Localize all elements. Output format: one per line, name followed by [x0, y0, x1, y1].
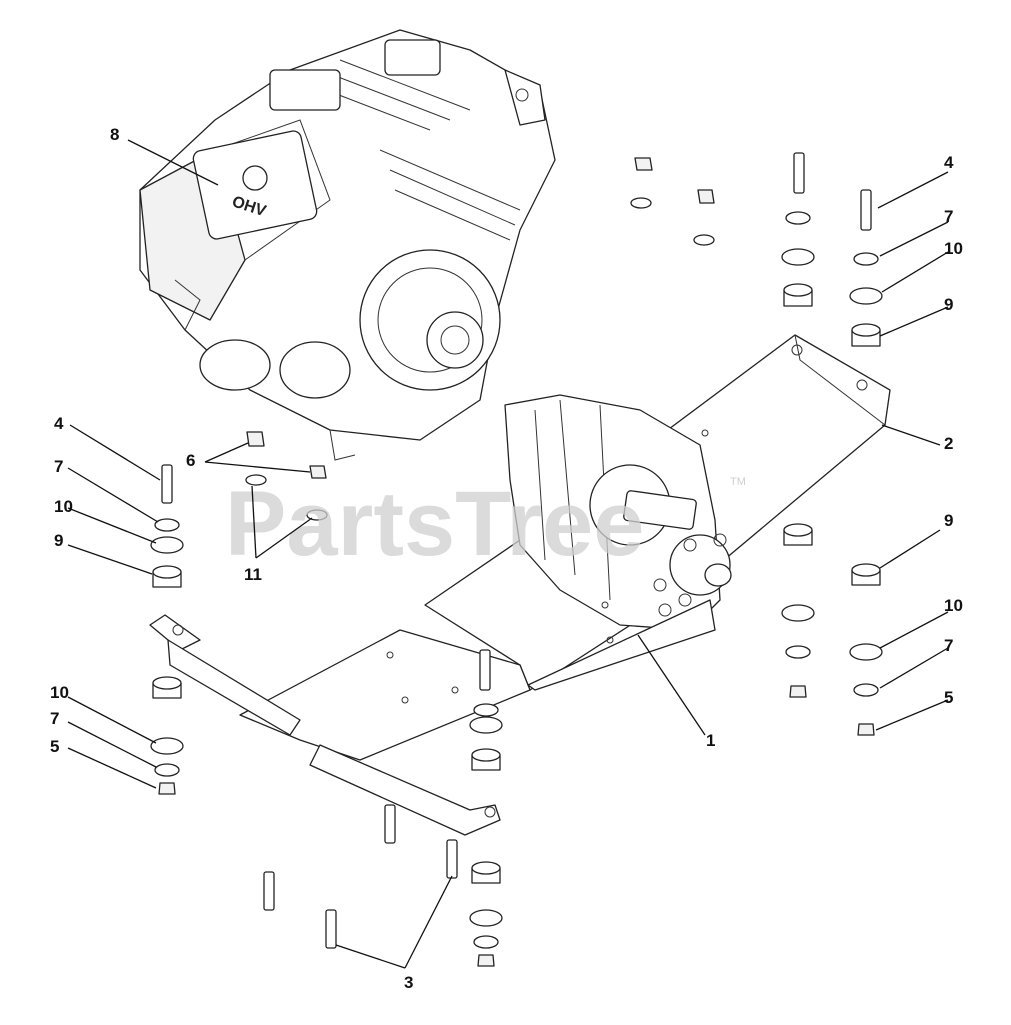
callout-9-right-top: 9 — [944, 295, 953, 314]
callout-10-right-top: 10 — [944, 239, 963, 258]
callout-9-right-mid: 9 — [944, 511, 953, 530]
callouts: 8 4 7 10 9 2 9 10 7 5 1 4 7 10 9 6 11 10… — [50, 125, 963, 992]
hardware — [150, 152, 883, 967]
callout-10-left-top: 10 — [54, 497, 73, 516]
callout-8: 8 — [110, 125, 119, 144]
callout-10-left-bottom: 10 — [50, 683, 69, 702]
callout-4-left: 4 — [54, 414, 64, 433]
callout-4-right: 4 — [944, 153, 954, 172]
watermark-text: PartsTree — [225, 473, 644, 575]
watermark: PartsTree TM — [225, 473, 746, 575]
lower-frame — [149, 614, 531, 836]
engine-assembly: OHV — [139, 29, 556, 461]
callout-7-right-bottom: 7 — [944, 636, 953, 655]
callout-5-left: 5 — [50, 737, 59, 756]
callout-1: 1 — [706, 731, 715, 750]
callout-6: 6 — [186, 451, 195, 470]
callout-7-left-top: 7 — [54, 457, 63, 476]
callout-3: 3 — [404, 973, 413, 992]
leader-lines — [67, 139, 949, 969]
callout-10-right-bottom: 10 — [944, 596, 963, 615]
watermark-tm: TM — [730, 476, 746, 488]
transaxle-assembly — [504, 394, 732, 691]
callout-7-left-bottom: 7 — [50, 709, 59, 728]
callout-5-right: 5 — [944, 688, 953, 707]
callout-11: 11 — [244, 565, 262, 584]
callout-7-right-top: 7 — [944, 207, 953, 226]
callout-9-left: 9 — [54, 531, 63, 550]
callout-2: 2 — [944, 434, 953, 453]
